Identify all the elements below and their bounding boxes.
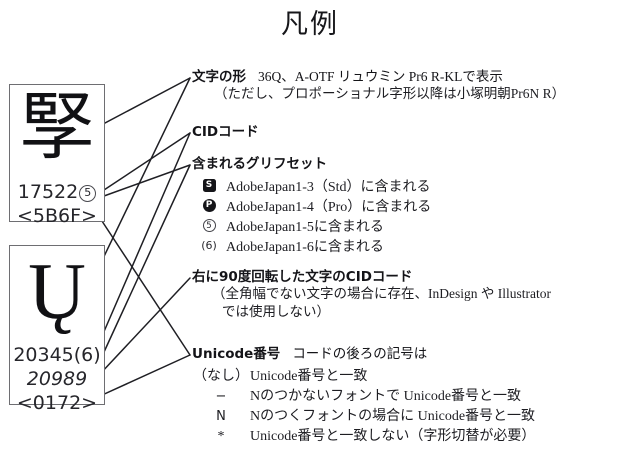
list-item-label: Nのつくフォントの場合に Unicode番号と一致 <box>250 408 536 424</box>
list-item-label: AdobeJapan1-5に含まれる <box>226 219 384 235</box>
entry-character-shape-heading: 文字の形 36Q、A-OTF リュウミン Pr6 R-KLで表示 <box>192 69 565 85</box>
glyph-set-list: S AdobeJapan1-3（Std）に含まれる P AdobeJapan1-… <box>192 176 431 256</box>
leader-cid-2 <box>95 132 191 351</box>
list-item-label: Unicode番号と一致しない（字形切替が必要） <box>250 428 536 444</box>
sample-glyph-latin: Ų <box>28 248 86 336</box>
heading-tail: コードの後ろの記号は <box>292 346 428 361</box>
unicode-suffix-symbol: （なし） <box>193 368 249 384</box>
entry-glyph-set-heading: 含まれるグリフセット <box>192 156 327 172</box>
page-title: 凡例 <box>281 9 339 39</box>
unicode-suffix-symbol: N <box>216 408 226 424</box>
list-item: * Unicode番号と一致しない（字形切替が必要） <box>192 425 536 445</box>
entry-rotated-cid-note-2: では使用しない） <box>222 303 330 319</box>
sample-unicode-kanji: <5B6F> <box>17 205 97 227</box>
sample-unicode-latin: <0172> <box>16 392 98 414</box>
heading-label: 文字の形 <box>192 69 246 85</box>
glyphset-pro-icon: P <box>192 199 226 213</box>
list-item: − Nのつかないフォントで Unicode番号と一致 <box>192 385 535 405</box>
list-item-label: AdobeJapan1-6に含まれる <box>226 239 384 255</box>
entry-character-shape: 文字の形 36Q、A-OTF リュウミン Pr6 R-KLで表示 （ただし、プロポ… <box>192 69 566 103</box>
heading-label: Unicode番号 <box>192 346 281 362</box>
entry-cid-code-heading: CIDコード <box>192 124 259 140</box>
sample-cid-latin: 20345(6) <box>13 344 101 366</box>
entry-cid-code: CIDコード <box>192 125 259 140</box>
marker-label: S <box>202 179 216 193</box>
cid-number: 17522 <box>17 181 79 203</box>
list-item: （なし） Unicode番号と一致 <box>192 365 535 385</box>
heading-tail: 36Q、A-OTF リュウミン Pr6 R-KLで表示 <box>258 69 503 84</box>
unicode-suffix-list: （なし） Unicode番号と一致 − Nのつかないフォントで Unicode番… <box>192 365 535 445</box>
list-item-label: AdobeJapan1-3（Std）に含まれる <box>226 179 431 195</box>
entry-rotated-cid-heading: 右に90度回転した文字のCIDコード <box>192 269 413 285</box>
leader-glyphset-2 <box>103 164 191 353</box>
glyphset-aj5-icon: 5 <box>192 219 226 233</box>
leader-rotated <box>99 277 191 375</box>
leader-unicode-1 <box>97 214 191 356</box>
leader-unicode-2 <box>99 354 191 397</box>
glyphset-std-icon: S <box>192 179 226 193</box>
glyphset-badge-icon: 5 <box>79 185 97 202</box>
list-item-label: Unicode番号と一致 <box>250 368 368 384</box>
list-item-label: Nのつかないフォントで Unicode番号と一致 <box>250 388 522 404</box>
marker-label: P <box>202 199 216 213</box>
entry-unicode-number-heading: Unicode番号コードの後ろの記号は <box>192 346 535 362</box>
list-item: 5 AdobeJapan1-5に含まれる <box>192 216 431 236</box>
marker-label: 5 <box>202 219 216 233</box>
list-item: (6) AdobeJapan1-6に含まれる <box>192 236 431 256</box>
entry-character-shape-note: （ただし、プロポーショナル字形以降は小塚明朝Pr6N R） <box>214 85 566 101</box>
unicode-suffix-symbol: − <box>215 388 227 404</box>
list-item-label: AdobeJapan1-4（Pro）に含まれる <box>226 199 432 215</box>
entry-unicode-number: Unicode番号コードの後ろの記号は （なし） Unicode番号と一致 − … <box>192 346 535 445</box>
entry-glyph-set: 含まれるグリフセット S AdobeJapan1-3（Std）に含まれる P A… <box>192 157 431 256</box>
leader-cid-1 <box>103 132 191 191</box>
sample-box-latin: Ų 20345(6) 20989 <0172> <box>9 245 105 414</box>
sample-rotated-cid-latin: 20989 <box>26 368 88 390</box>
unicode-suffix-symbol: * <box>217 428 225 444</box>
entry-rotated-cid: 右に90度回転した文字のCIDコード （全角幅でない文字の場合に存在、InDes… <box>192 270 551 320</box>
glyphset-aj6-icon: (6) <box>192 239 226 252</box>
sample-glyph-kanji: 孯 <box>20 87 94 169</box>
entry-rotated-cid-note-1: （全角幅でない文字の場合に存在、InDesign や Illustrator <box>212 285 551 301</box>
marker-label: (6) <box>201 239 217 253</box>
list-item: N Nのつくフォントの場合に Unicode番号と一致 <box>192 405 535 425</box>
list-item: P AdobeJapan1-4（Pro）に含まれる <box>192 196 431 216</box>
leader-glyphset-1 <box>103 164 191 197</box>
list-item: S AdobeJapan1-3（Std）に含まれる <box>192 176 431 196</box>
